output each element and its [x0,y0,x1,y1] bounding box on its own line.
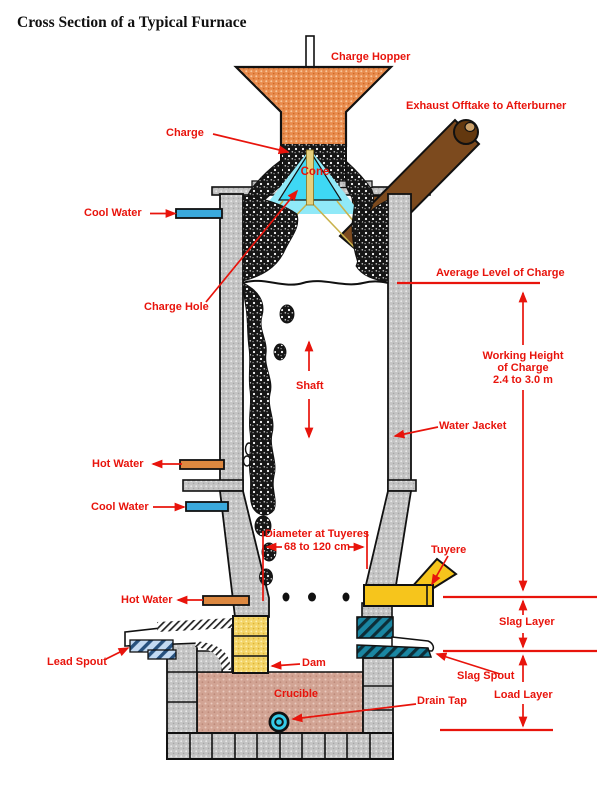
charge-level-line [242,279,389,286]
label-crucible: Crucible [274,688,319,700]
label-drain-tap: Drain Tap [417,695,467,707]
label-slag-layer: Slag Layer [499,616,555,628]
label-diameter-2: 68 to 120 cm [283,541,351,553]
label-charge-hopper: Charge Hopper [331,51,411,63]
label-working-height-3: 2.4 to 3.0 m [493,374,553,386]
label-slag-spout: Slag Spout [457,670,515,682]
label-working-height-1: Working Height [482,350,564,362]
label-working-height-2: of Charge [497,362,549,374]
label-load-layer: Load Layer [494,689,553,701]
label-diameter-1: Diameter at Tuyeres [264,528,370,540]
lead-spout-shape [124,618,233,673]
cool-water-pipe-lower [185,501,229,512]
label-tuyere: Tuyere [431,544,467,556]
label-charge: Charge [166,127,204,139]
drain-tap-shape [268,711,290,733]
hot-water-pipe-upper [179,459,225,470]
label-dam: Dam [302,657,326,669]
cool-water-pipe-top [175,208,223,219]
label-average-level: Average Level of Charge [436,267,565,279]
label-cone: Cone [300,166,330,178]
label-shaft: Shaft [296,380,324,392]
tuyere-shape [363,557,458,607]
tuyere-holes [282,592,350,602]
label-water-jacket: Water Jacket [439,420,507,432]
label-hot-water-upper: Hot Water [92,458,144,470]
label-hot-water-lower: Hot Water [121,594,173,606]
label-lead-spout: Lead Spout [47,656,107,668]
dam-shape [232,615,269,674]
page-title: Cross Section of a Typical Furnace [17,14,247,31]
hearth-bricks [166,732,394,760]
label-cool-water-lower: Cool Water [91,501,149,513]
hot-water-pipe-lower [202,595,250,606]
label-charge-hole: Charge Hole [144,301,209,313]
label-cool-water-top: Cool Water [84,207,142,219]
label-exhaust-offtake: Exhaust Offtake to Afterburner [406,100,567,112]
annotation-arrows [105,133,597,732]
